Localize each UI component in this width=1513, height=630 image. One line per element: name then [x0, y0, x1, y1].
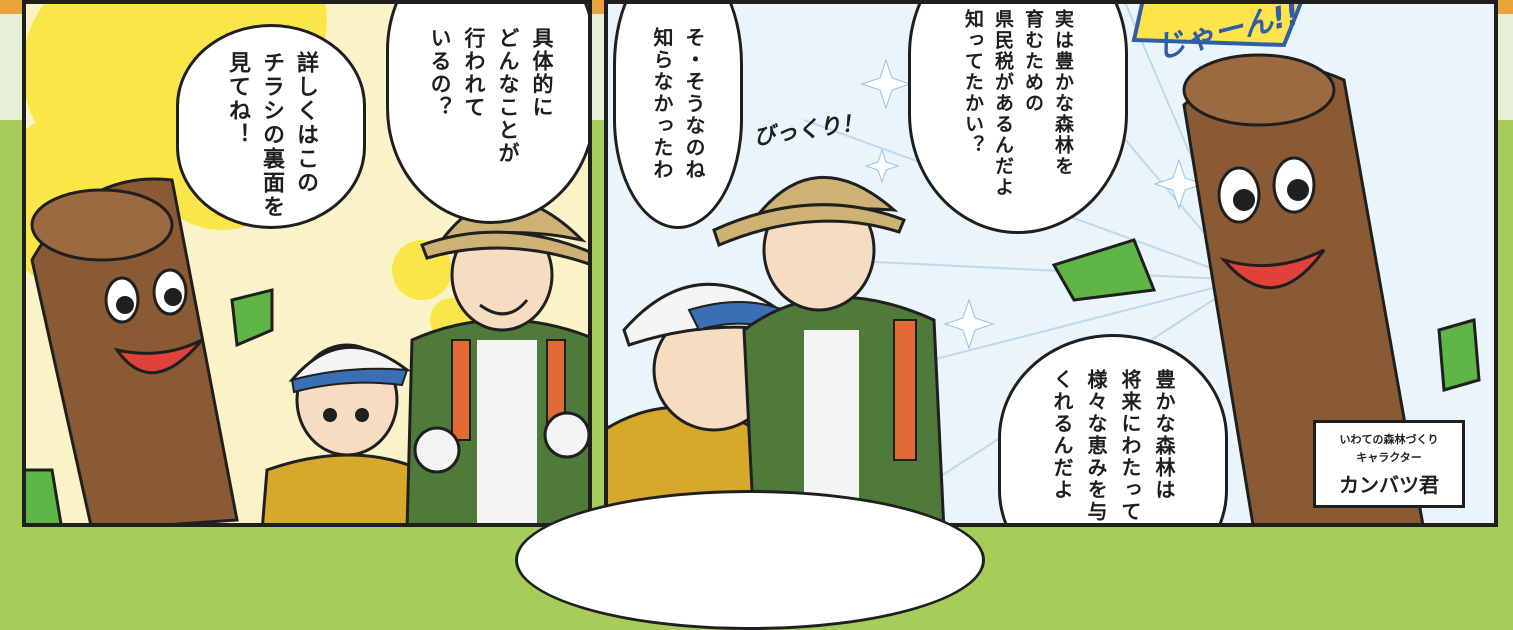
- bubble-text: 具体的に どんなことが 行われて いるの？: [428, 27, 554, 165]
- label-line-2: キャラクター: [1356, 450, 1422, 464]
- label-line-1: いわての森林づくり: [1339, 432, 1439, 446]
- speech-bubble-character-bottom: 豊かな森林は 将来にわたって 様々な恵みを与 くれるんだよ: [998, 334, 1228, 523]
- glove-icon: [1437, 318, 1481, 392]
- glove-icon: [1051, 238, 1157, 302]
- sparkle-icon: [860, 58, 912, 110]
- bubble-text: 詳しくはこの チラシの裏面を 見てね！: [225, 51, 318, 219]
- speech-bubble-character: 詳しくはこの チラシの裏面を 見てね！: [176, 24, 366, 229]
- adult-figure-right: [712, 176, 946, 523]
- kanbatsu-character-right: [1051, 53, 1481, 523]
- bubble-text: 実は豊かな森林を 育むための 県民税があるんだよ 知ってたかい？: [962, 9, 1074, 198]
- bubble-text: そ・そうなのね 知らなかったわ: [650, 27, 706, 181]
- right-panel-art: [608, 4, 1481, 523]
- glove-icon: [230, 288, 274, 348]
- sfx-jan-backdrop: [1131, 4, 1303, 48]
- speech-bubble-adult: 具体的に どんなことが 行われて いるの？: [386, 4, 588, 224]
- child-figure-left: [261, 343, 424, 523]
- sparkle-icon: [864, 148, 900, 184]
- bubble-text: 豊かな森林は 将来にわたって 様々な恵みを与 くれるんだよ: [1050, 369, 1176, 523]
- speech-bubble-character-top: 実は豊かな森林を 育むための 県民税があるんだよ 知ってたかい？: [908, 4, 1128, 234]
- speech-bubble-adult-right: そ・そうなのね 知らなかったわ: [613, 4, 743, 229]
- bottom-bubble-edge: [515, 490, 985, 630]
- kanbatsu-character-left: [26, 177, 274, 523]
- sparkle-icon: [1153, 158, 1205, 210]
- comic-panel-left: 詳しくはこの チラシの裏面を 見てね！ 具体的に どんなことが 行われて いるの…: [22, 0, 592, 527]
- sparkle-icon: [943, 298, 995, 350]
- character-name: カンバツ君: [1339, 472, 1439, 497]
- adult-figure-left: [405, 198, 588, 523]
- character-name-label: いわての森林づくり キャラクター カンバツ君: [1313, 420, 1465, 508]
